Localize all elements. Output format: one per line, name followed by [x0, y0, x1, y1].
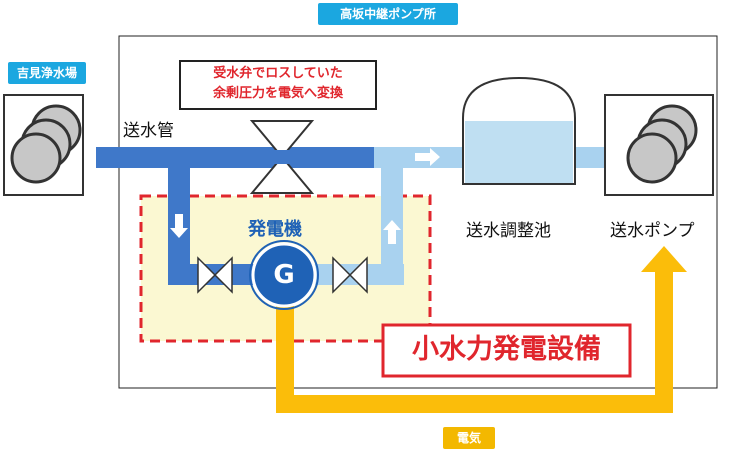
generator-symbol: G [273, 260, 295, 290]
facility-label: 小水力発電設備 [412, 334, 601, 365]
receiving-valve-icon [249, 120, 315, 194]
flow-arrow-down [170, 214, 188, 238]
tank-label: 送水調整池 [466, 221, 551, 241]
electricity-flow-arrow [276, 246, 687, 413]
generator-label: 発電機 [248, 219, 302, 240]
station-tag: 高坂中継ポンプ所 [318, 3, 458, 25]
generator-icon [249, 240, 319, 310]
left-facility-tag: 吉見浄水場 [8, 62, 86, 84]
electricity-tag: 電気 [443, 427, 495, 449]
flow-arrow-up [383, 220, 401, 244]
flow-arrow-right [415, 148, 440, 166]
left-pump-icon [3, 94, 84, 196]
note-line-1: 受水弁でロスしていた [213, 66, 343, 81]
pump-label: 送水ポンプ [610, 221, 695, 241]
pipe-main-dark [96, 147, 406, 168]
facility-label-box [381, 323, 632, 378]
note-line-2: 余剰圧力を電気へ変換 [212, 86, 343, 101]
note-box [179, 60, 377, 110]
bypass-valve-right-icon [332, 256, 368, 294]
bypass-valve-left-icon [197, 256, 233, 294]
right-pump-icon [604, 94, 714, 196]
pipe-label: 送水管 [123, 121, 174, 141]
note-text: 受水弁でロスしていた 余剰圧力を電気へ変換 [180, 64, 376, 104]
regulating-tank-icon [462, 76, 576, 185]
